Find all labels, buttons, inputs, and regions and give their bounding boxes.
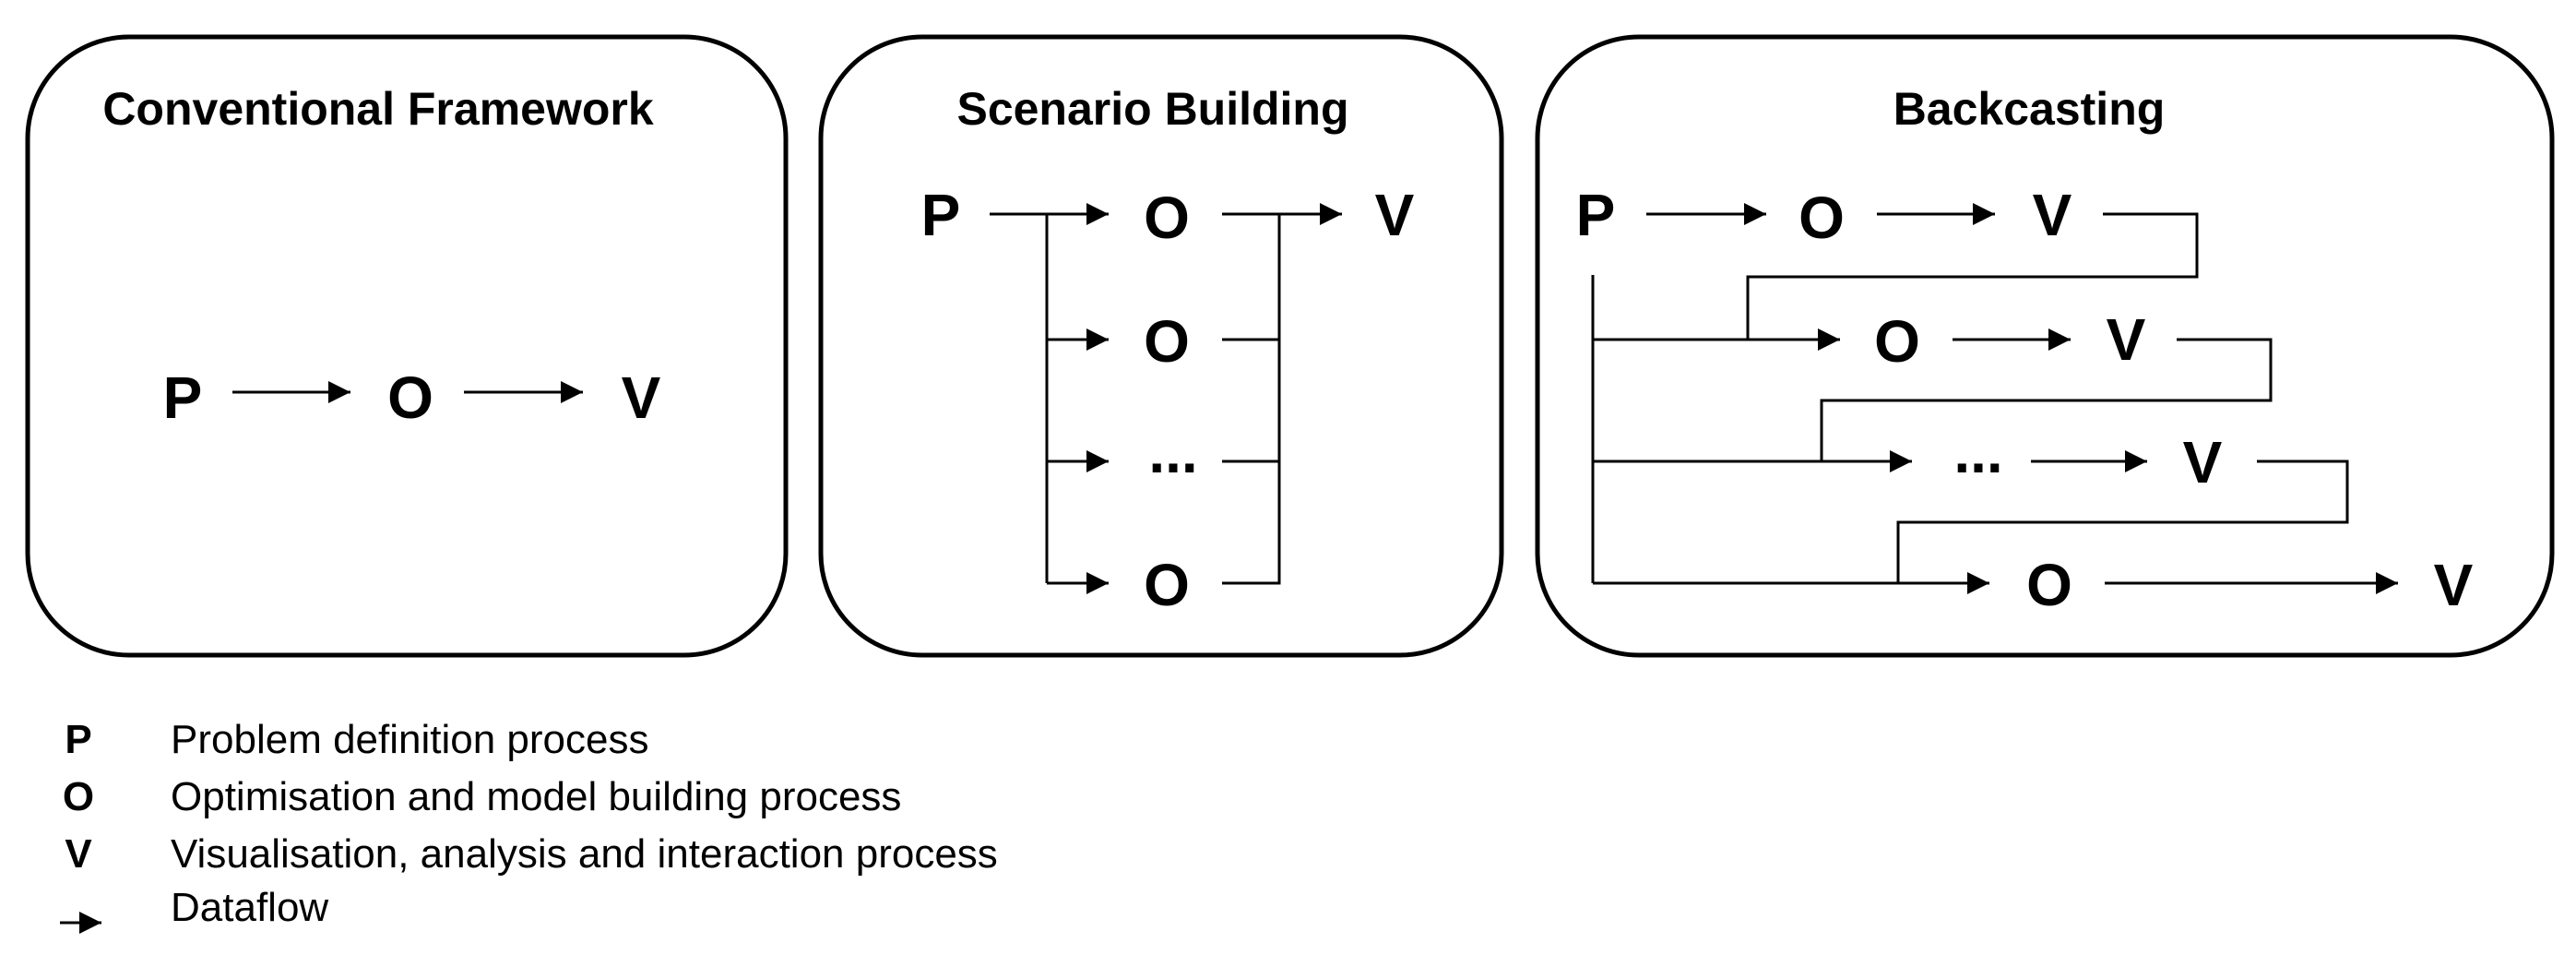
node-o: O [1874, 308, 1920, 375]
legend-label: Problem definition process [171, 717, 648, 762]
panel-frame [25, 34, 789, 658]
node-ellipsis: ... [1148, 419, 1197, 485]
legend-label: Dataflow [171, 885, 328, 930]
node-o: O [1798, 185, 1845, 251]
node-o: O [1144, 185, 1190, 251]
legend-key: P [65, 717, 91, 762]
feedback-connector [1746, 212, 2199, 340]
panel-title: Conventional Framework [102, 83, 654, 135]
node-v: V [2183, 429, 2223, 495]
node-p: P [921, 182, 961, 248]
legend: P Problem definition process O Optimisat… [60, 717, 998, 934]
node-v: V [2107, 306, 2146, 373]
legend-label: Visualisation, analysis and interaction … [171, 831, 998, 877]
panel-conventional-framework: Conventional Framework P O V [25, 34, 789, 658]
feedback-connector [1896, 460, 2349, 583]
feedback-connector [1820, 338, 2273, 461]
node-o: O [1144, 552, 1190, 618]
legend-item: Dataflow [60, 885, 328, 934]
node-o: O [1144, 308, 1190, 375]
merge-connector [1222, 461, 1281, 585]
panel-title: Backcasting [1893, 83, 2166, 135]
panel-title: Scenario Building [956, 83, 1348, 135]
panel-scenario-building: Scenario Building P O O ... O V [818, 34, 1504, 658]
panel-frame [1535, 34, 2555, 658]
legend-item: O Optimisation and model building proces… [63, 774, 902, 819]
legend-key: O [63, 774, 94, 819]
node-o: O [387, 364, 433, 431]
node-p: P [163, 364, 203, 431]
panel-frame [818, 34, 1504, 658]
legend-item: V Visualisation, analysis and interactio… [65, 831, 997, 877]
legend-label: Optimisation and model building process [171, 774, 901, 819]
node-ellipsis: ... [1953, 419, 2002, 485]
legend-key: V [65, 831, 92, 877]
node-v: V [1375, 182, 1415, 248]
panel-backcasting: Backcasting P O V O V ... V O V [1535, 34, 2555, 658]
legend-item: P Problem definition process [65, 717, 648, 762]
node-o: O [2026, 552, 2072, 618]
node-v: V [2434, 552, 2474, 618]
node-v: V [2033, 182, 2072, 248]
node-v: V [622, 364, 661, 431]
node-p: P [1576, 182, 1616, 248]
